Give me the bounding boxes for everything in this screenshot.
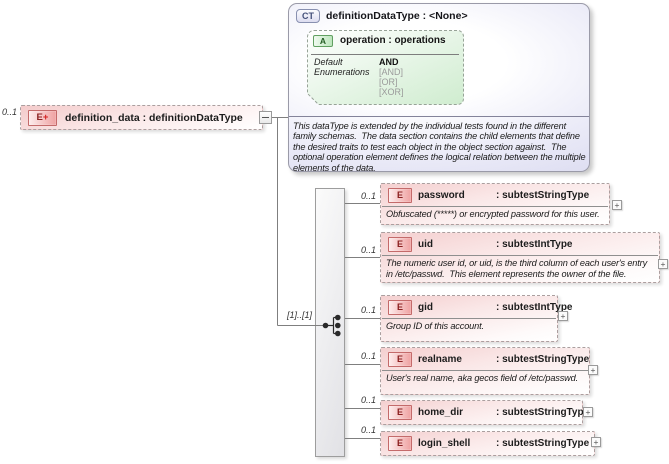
attribute-icon: A — [313, 34, 333, 47]
attribute-operation[interactable]: A operation : operations — [313, 34, 446, 47]
cardinality-label: 0..1 — [360, 191, 376, 201]
cardinality-label: 0..1 — [360, 351, 376, 361]
attribute-facets: Default AND Enumerations [AND] [OR] [XOR… — [314, 57, 459, 97]
element-icon: E+ — [28, 109, 57, 126]
facet-label: Enumerations — [314, 67, 370, 77]
facet-label: Default — [314, 57, 343, 67]
cardinality-label: 0..1 — [360, 245, 376, 255]
divider — [382, 255, 658, 256]
sequence-group-bar[interactable] — [315, 188, 345, 457]
complex-type-title: definitionDataType : <None> — [326, 10, 468, 22]
element-description: Group ID of this account. — [386, 321, 484, 331]
facet-value: AND — [379, 57, 399, 67]
attribute-title: operation : operations — [340, 35, 446, 46]
element-icon: E — [388, 436, 412, 451]
expand-toggle[interactable]: + — [658, 259, 668, 269]
complex-type-icon: CT — [296, 9, 320, 23]
cardinality-label: 0..1 — [2, 107, 18, 117]
complex-type-box[interactable]: CT definitionDataType : <None> A operati… — [288, 3, 590, 173]
facet-row: [OR] — [314, 77, 459, 87]
divider — [382, 206, 608, 207]
element-label: definition_data : definitionDataType — [65, 111, 243, 124]
element-name: uid — [418, 238, 433, 250]
collapse-toggle[interactable] — [259, 111, 272, 124]
element-type: : subtestStringType — [496, 189, 590, 201]
facet-value: [OR] — [379, 77, 398, 87]
element-type: : subtestIntType — [496, 238, 573, 250]
attribute-divider — [311, 54, 459, 55]
element-icon: E — [388, 188, 412, 203]
element-type: : subtestStringType — [496, 353, 590, 365]
element-icon: E — [388, 300, 412, 315]
expand-toggle[interactable]: + — [583, 407, 593, 417]
expand-plus-icon: + — [42, 111, 49, 123]
element-icon: E — [388, 352, 412, 367]
attribute-box-shape — [307, 30, 465, 106]
element-name: password — [418, 189, 465, 201]
expand-toggle[interactable]: + — [558, 311, 568, 321]
facet-value: [XOR] — [379, 87, 404, 97]
facet-label — [314, 77, 379, 87]
element-name: home_dir — [418, 406, 464, 418]
type-divider — [289, 116, 589, 117]
expand-toggle[interactable]: + — [588, 365, 598, 375]
element-name: login_shell — [418, 437, 471, 449]
expand-toggle[interactable]: + — [591, 437, 601, 447]
element-name: gid — [418, 301, 433, 313]
element-description: User's real name, aka gecos field of /et… — [386, 373, 579, 383]
cardinality-label: 0..1 — [360, 305, 376, 315]
facet-row: Enumerations [AND] — [314, 67, 459, 77]
facet-value: [AND] — [379, 67, 404, 77]
element-description: The numeric user id, or uid, is the thir… — [386, 258, 650, 279]
type-description: This dataType is extended by the individ… — [293, 121, 588, 173]
element-definition-data[interactable]: E+ definition_data : definitionDataType — [20, 105, 263, 130]
expand-toggle[interactable]: + — [612, 200, 622, 210]
element-icon: E — [388, 237, 412, 252]
element-icon: E — [388, 405, 412, 420]
element-description: Obfuscated (*****) or encrypted password… — [386, 209, 600, 219]
element-type: : subtestStringType — [496, 437, 590, 449]
element-type: : subtestStringType — [496, 406, 590, 418]
divider — [382, 370, 588, 371]
element-type: : subtestIntType — [496, 301, 573, 313]
facet-label — [314, 87, 379, 97]
cardinality-label: 0..1 — [360, 395, 376, 405]
facet-row: [XOR] — [314, 87, 459, 97]
sequence-cardinality-label: [1]..[1] — [286, 310, 312, 320]
cardinality-label: 0..1 — [360, 425, 376, 435]
facet-row: Default AND — [314, 57, 459, 67]
element-name: realname — [418, 353, 462, 365]
divider — [382, 318, 556, 319]
